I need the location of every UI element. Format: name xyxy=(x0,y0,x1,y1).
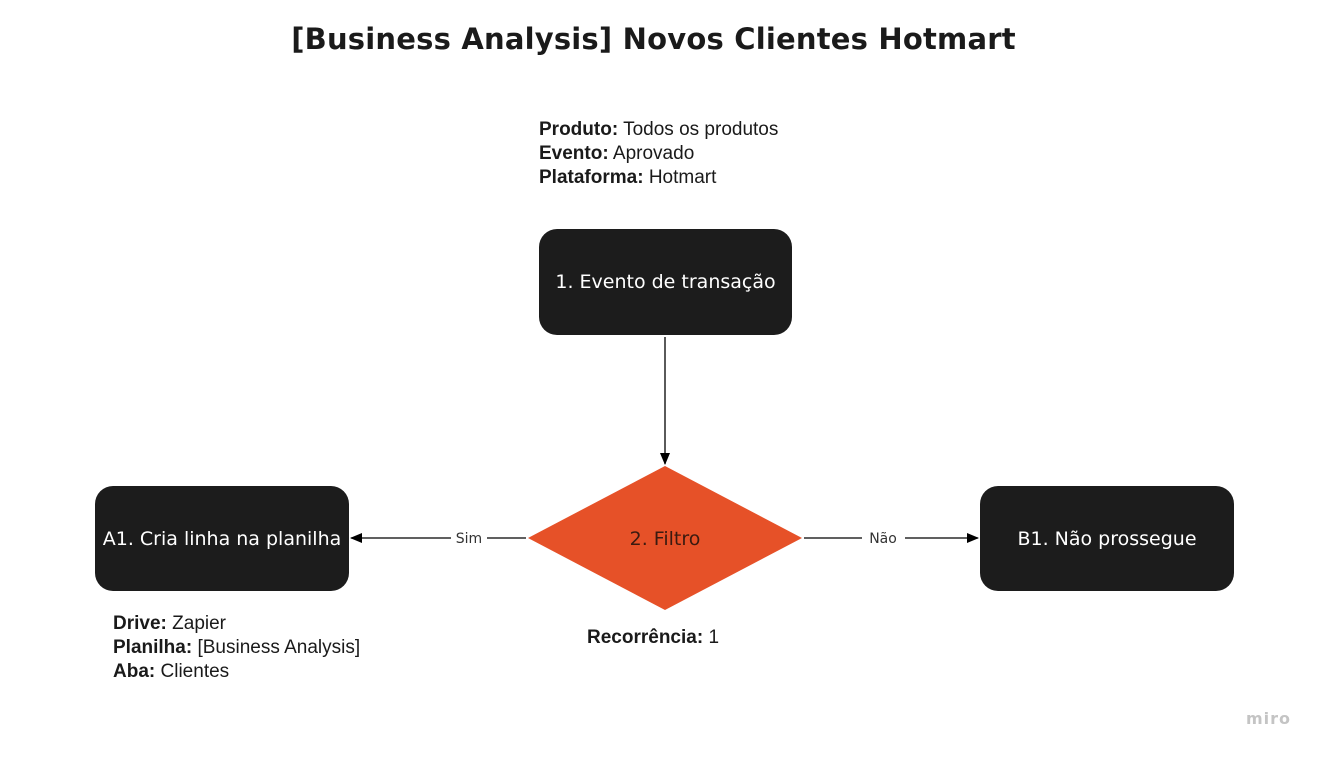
drive-row: Drive: Zapier xyxy=(113,612,360,636)
plataforma-row: Plataforma: Hotmart xyxy=(539,166,778,190)
node-evento-transacao[interactable]: 1. Evento de transação xyxy=(539,229,792,335)
evento-row: Evento: Aprovado xyxy=(539,142,778,166)
node-filtro-diamond[interactable] xyxy=(528,466,802,610)
evento-label: Evento: xyxy=(539,143,609,164)
action-info: Drive: Zapier Planilha: [Business Analys… xyxy=(113,612,360,684)
filter-info: Recorrência: 1 xyxy=(587,626,719,650)
trigger-info: Produto: Todos os produtos Evento: Aprov… xyxy=(539,118,778,190)
node-filtro-label: 2. Filtro xyxy=(630,528,701,550)
node-nao-prossegue-label: B1. Não prossegue xyxy=(1017,527,1197,550)
produto-value: Todos os produtos xyxy=(623,119,779,140)
recorrencia-value: 1 xyxy=(708,627,720,648)
produto-label: Produto: xyxy=(539,119,619,140)
aba-value: Clientes xyxy=(160,661,230,682)
recorrencia-label: Recorrência: xyxy=(587,627,704,648)
diagram-title: [Business Analysis] Novos Clientes Hotma… xyxy=(291,22,1016,56)
aba-label: Aba: xyxy=(113,661,156,682)
node-evento-transacao-label: 1. Evento de transação xyxy=(555,271,776,293)
produto-row: Produto: Todos os produtos xyxy=(539,118,778,142)
node-cria-linha-label: A1. Cria linha na planilha xyxy=(102,527,342,550)
evento-value: Aprovado xyxy=(612,143,695,164)
planilha-value: [Business Analysis] xyxy=(197,637,361,658)
miro-logo: miro xyxy=(1246,709,1292,728)
planilha-row: Planilha: [Business Analysis] xyxy=(113,636,360,660)
drive-label: Drive: xyxy=(113,613,167,634)
planilha-label: Planilha: xyxy=(113,637,193,658)
edge-sim-label: Sim xyxy=(456,531,482,547)
node-nao-prossegue[interactable]: B1. Não prossegue xyxy=(980,486,1234,591)
recorrencia-row: Recorrência: 1 xyxy=(587,626,719,650)
edge-nao-label: Não xyxy=(869,531,897,547)
aba-row: Aba: Clientes xyxy=(113,660,360,684)
drive-value: Zapier xyxy=(172,613,226,634)
plataforma-value: Hotmart xyxy=(648,167,717,188)
plataforma-label: Plataforma: xyxy=(539,167,644,188)
node-cria-linha[interactable]: A1. Cria linha na planilha xyxy=(95,486,349,591)
